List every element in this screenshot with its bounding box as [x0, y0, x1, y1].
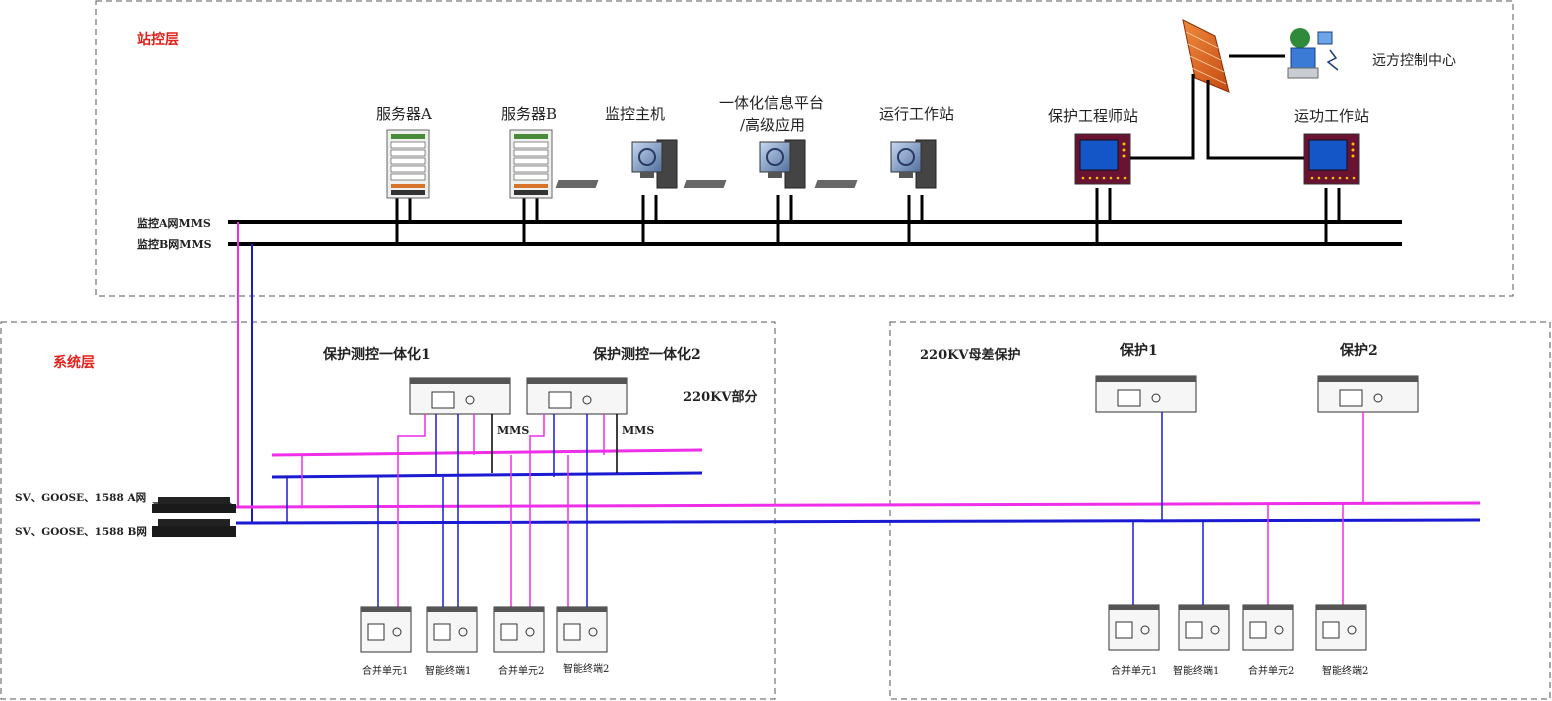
right-unit-label-0: 合并单元1 — [1111, 664, 1157, 677]
remote-computer-icon[interactable] — [1287, 28, 1339, 79]
right-unit-links — [1132, 504, 1344, 607]
left-unit-links — [377, 455, 569, 610]
mms-bus-b-label: 监控B网MMS — [137, 237, 212, 251]
station-layer-title: 站控层 — [137, 31, 179, 48]
protection-control-device-1[interactable] — [409, 377, 511, 415]
system-layer-title: 系统层 — [53, 354, 95, 371]
left-unit-label-1: 智能终端1 — [425, 664, 471, 677]
smart-terminal-2-icon[interactable] — [556, 606, 608, 653]
monitor-host-label: 监控主机 — [605, 105, 665, 123]
left-unit-label-3: 智能终端2 — [563, 662, 609, 675]
right-merging-unit-2-icon[interactable] — [1242, 604, 1294, 651]
firewall-links — [1130, 54, 1304, 160]
right-smart-terminal-2-icon[interactable] — [1315, 604, 1367, 651]
right-unit-label-1: 智能终端1 — [1173, 664, 1219, 677]
platform-computer-icon[interactable] — [683, 139, 806, 189]
right-unit-label-2: 合并单元2 — [1248, 664, 1294, 677]
switch-a-icon[interactable] — [152, 497, 236, 513]
protection-control-2-label: 保护测控一体化2 — [592, 346, 701, 363]
protection-1-label: 保护1 — [1119, 342, 1158, 359]
left-subbus-blue — [271, 471, 703, 479]
right-merging-unit-1-icon[interactable] — [1108, 604, 1160, 651]
server-a-icon[interactable] — [386, 129, 430, 199]
server-a-label: 服务器A — [376, 105, 432, 123]
left-subbus-pink — [271, 448, 703, 457]
operation-station-label: 运行工作站 — [879, 105, 954, 123]
right-units — [1108, 604, 1367, 651]
remote-center-label: 远方控制中心 — [1372, 53, 1456, 69]
process-bus-a — [235, 501, 1481, 509]
merging-unit-2-icon[interactable] — [493, 606, 545, 653]
left-units — [360, 606, 608, 653]
left-section-name: 220KV部分 — [683, 389, 758, 405]
merging-unit-1-icon[interactable] — [360, 606, 412, 653]
server-b-label: 服务器B — [501, 105, 557, 123]
right-unit-label-3: 智能终端2 — [1322, 664, 1368, 677]
station-bus-drops — [395, 188, 1341, 244]
device1-links — [397, 414, 475, 610]
protection-engineer-icon[interactable] — [1074, 133, 1131, 185]
server-b-icon[interactable] — [509, 129, 553, 199]
right-section-name: 220KV母差保护 — [920, 347, 1021, 363]
protection-1-icon[interactable] — [1095, 375, 1197, 413]
switch-a-label: SV、GOOSE、1588 A网 — [15, 492, 146, 504]
right-smart-terminal-1-icon[interactable] — [1178, 604, 1230, 651]
firewall-icon[interactable] — [1182, 19, 1230, 93]
operation-station-icon[interactable] — [814, 139, 937, 189]
protection-control-1-label: 保护测控一体化1 — [322, 346, 431, 363]
protection-control-device-2[interactable] — [526, 377, 628, 415]
left-unit-label-2: 合并单元2 — [498, 664, 544, 677]
left-unit-label-0: 合并单元1 — [362, 664, 408, 677]
platform-label-line1: 一体化信息平台 — [719, 94, 824, 112]
telecontrol-station-icon[interactable] — [1303, 133, 1360, 185]
mms-label-1: MMS — [497, 424, 529, 437]
system-layer-left-box — [0, 321, 776, 700]
system-layer-right-box — [889, 321, 1551, 700]
protection-2-icon[interactable] — [1317, 375, 1419, 413]
protection-2-label: 保护2 — [1339, 342, 1378, 359]
telecontrol-station-label: 运功工作站 — [1294, 107, 1369, 125]
switch-b-label: SV、GOOSE、1588 B网 — [15, 526, 147, 538]
platform-label-line2: /高级应用 — [740, 116, 805, 134]
smart-terminal-1-icon[interactable] — [426, 606, 478, 653]
mms-label-2: MMS — [622, 424, 654, 437]
switch-b-icon[interactable] — [152, 519, 236, 537]
process-bus-b — [235, 518, 1481, 525]
monitor-host-icon[interactable] — [555, 139, 678, 189]
station-layer-box — [95, 0, 1514, 297]
protection-engineer-label: 保护工程师站 — [1048, 107, 1138, 125]
device2-links — [529, 414, 605, 610]
mms-bus-a-label: 监控A网MMS — [137, 216, 211, 230]
